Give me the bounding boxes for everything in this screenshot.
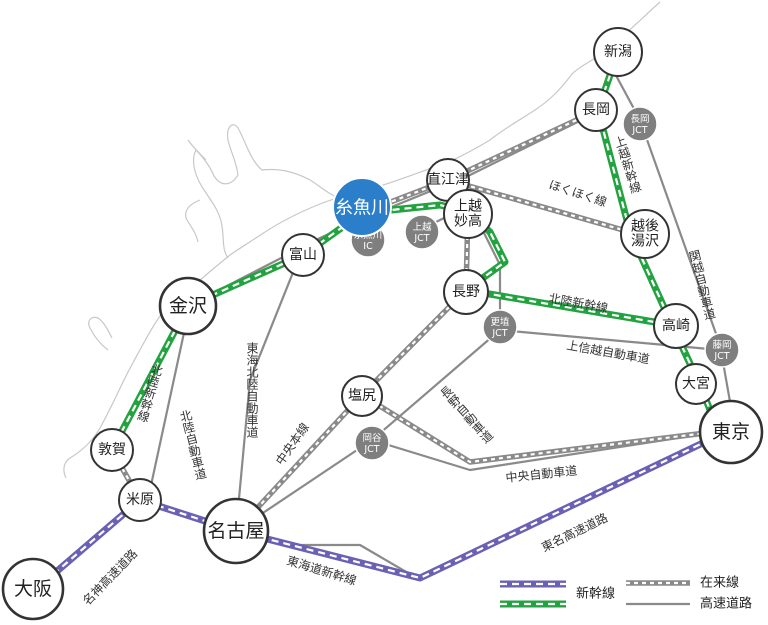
station-niigata-label: 新潟 <box>604 44 632 60</box>
station-omiya[interactable]: 大宮 <box>675 363 717 405</box>
station-nagaoka-marker <box>574 88 618 132</box>
station-itoigawa-marker <box>332 177 392 237</box>
station-nagano-marker <box>443 269 489 315</box>
station-takasaki-label: 高崎 <box>662 317 690 334</box>
station-tsuruga-label: 敦賀 <box>98 442 126 458</box>
coastline <box>63 1 661 479</box>
station-itoigawa-label: 糸魚川 <box>335 198 389 219</box>
station-nagano-label: 長野 <box>452 284 480 300</box>
station-omiya-label: 大宮 <box>682 376 710 392</box>
station-shiojiri[interactable]: 塩尻 <box>341 375 383 417</box>
chuo-line-east-dash <box>360 289 731 464</box>
nagaoka-jct-label: JCT <box>631 125 647 136</box>
station-maibara-marker <box>118 478 162 522</box>
shinetsu-line-dash <box>447 109 599 181</box>
fujioka-jct-marker <box>704 332 740 368</box>
nagaoka-jct-marker <box>622 106 658 142</box>
station-joetsu-myoko-marker <box>443 189 493 239</box>
legend-expressway-label: 高速道路 <box>700 596 752 612</box>
station-osaka[interactable]: 大阪 <box>1 557 65 621</box>
station-nagaoka[interactable]: 長岡 <box>574 88 618 132</box>
station-joetsu-myoko-label: 妙高 <box>454 213 482 230</box>
station-niigata-marker <box>593 27 643 77</box>
legend: 新幹線 在来線 高速道路 <box>500 575 752 612</box>
station-omiya-marker <box>675 363 717 405</box>
station-echigo-yuzawa-marker <box>620 209 670 259</box>
station-niigata[interactable]: 新潟 <box>593 27 643 77</box>
joetsu-jct-marker <box>404 214 440 250</box>
station-maibara-label: 米原 <box>126 492 154 508</box>
station-kanazawa-label: 金沢 <box>169 295 207 317</box>
station-takasaki-marker <box>653 303 699 349</box>
station-osaka-label: 大阪 <box>14 578 52 600</box>
station-takasaki[interactable]: 高崎 <box>653 303 699 349</box>
station-toyama-label: 富山 <box>289 246 317 263</box>
legend-swatches <box>500 580 690 608</box>
okaya-jct-label: JCT <box>363 444 379 455</box>
station-tsuruga-marker <box>90 428 134 472</box>
station-osaka-marker <box>1 557 65 621</box>
koshoku-jct-marker <box>482 309 518 345</box>
station-toyama-marker <box>281 233 325 277</box>
label-tokai-hokuriku-expressway: 東海北陸自動車道 <box>245 342 259 438</box>
legend-conventional-label: 在来線 <box>700 575 739 591</box>
okaya-jct-label: 岡谷 <box>362 433 382 444</box>
station-itoigawa-highlight[interactable]: 糸魚川 <box>332 177 392 237</box>
okaya-jct-marker <box>354 425 390 461</box>
station-toyama[interactable]: 富山 <box>281 233 325 277</box>
station-kanazawa[interactable]: 金沢 <box>158 276 218 336</box>
tokai-hokuriku-expressway <box>234 249 304 532</box>
joetsu-jct-label: JCT <box>413 233 429 244</box>
station-echigo-yuzawa-label: 湯沢 <box>631 233 659 250</box>
koshoku-jct-label: 更埴 <box>490 316 510 328</box>
label-hokuhoku-line: ほくほく線 <box>547 177 609 210</box>
legend-shinkansen-label: 新幹線 <box>576 586 615 602</box>
koshoku-jct-label: JCT <box>491 328 507 339</box>
station-joetsu-myoko-label: 上越 <box>454 199 482 215</box>
station-nagoya-label: 名古屋 <box>207 520 264 542</box>
station-nagoya[interactable]: 名古屋 <box>202 497 270 565</box>
nagaoka-jct-label: 長岡 <box>630 114 649 125</box>
station-tokyo[interactable]: 東京 <box>698 399 764 465</box>
fujioka-jct-label: 藤岡 <box>712 339 731 351</box>
label-hokuriku-expressway: 北陸自動車道 <box>177 408 208 482</box>
station-kanazawa-marker <box>158 276 218 336</box>
station-shiojiri-label: 塩尻 <box>348 388 376 404</box>
station-maibara[interactable]: 米原 <box>118 478 162 522</box>
station-tsuruga[interactable]: 敦賀 <box>90 428 134 472</box>
hokuhoku-line <box>447 177 631 235</box>
station-echigo-yuzawa-label: 越後 <box>631 219 659 235</box>
nodes: 長岡JCT糸魚川IC上越JCT更埴JCT藤岡JCT岡谷JCT新潟長岡直江津上越妙… <box>1 27 764 621</box>
label-chuo-expressway: 中央自動車道 <box>505 463 578 485</box>
joetsu-jct-label: 上越 <box>412 221 432 233</box>
station-nagaoka-label: 長岡 <box>582 102 610 118</box>
station-tokyo-label: 東京 <box>712 421 750 443</box>
fujioka-jct-label: JCT <box>713 351 729 362</box>
itoigawa-ic-label: IC <box>363 241 373 252</box>
station-nagano[interactable]: 長野 <box>443 269 489 315</box>
label-chuo-main-line: 中央本線 <box>272 420 312 468</box>
station-naoetsu[interactable]: 直江津 <box>426 158 470 202</box>
tokaido-shinkansen-dash <box>34 429 731 591</box>
label-nagano-expressway: 長野自動車道 <box>437 383 496 446</box>
label-meishin-expressway: 名神高速道路 <box>79 546 140 608</box>
station-naoetsu-label: 直江津 <box>427 171 469 188</box>
station-nagoya-marker <box>202 497 270 565</box>
station-shiojiri-marker <box>341 375 383 417</box>
kanetsu-expressway <box>604 54 737 431</box>
station-tokyo-marker <box>698 399 764 465</box>
